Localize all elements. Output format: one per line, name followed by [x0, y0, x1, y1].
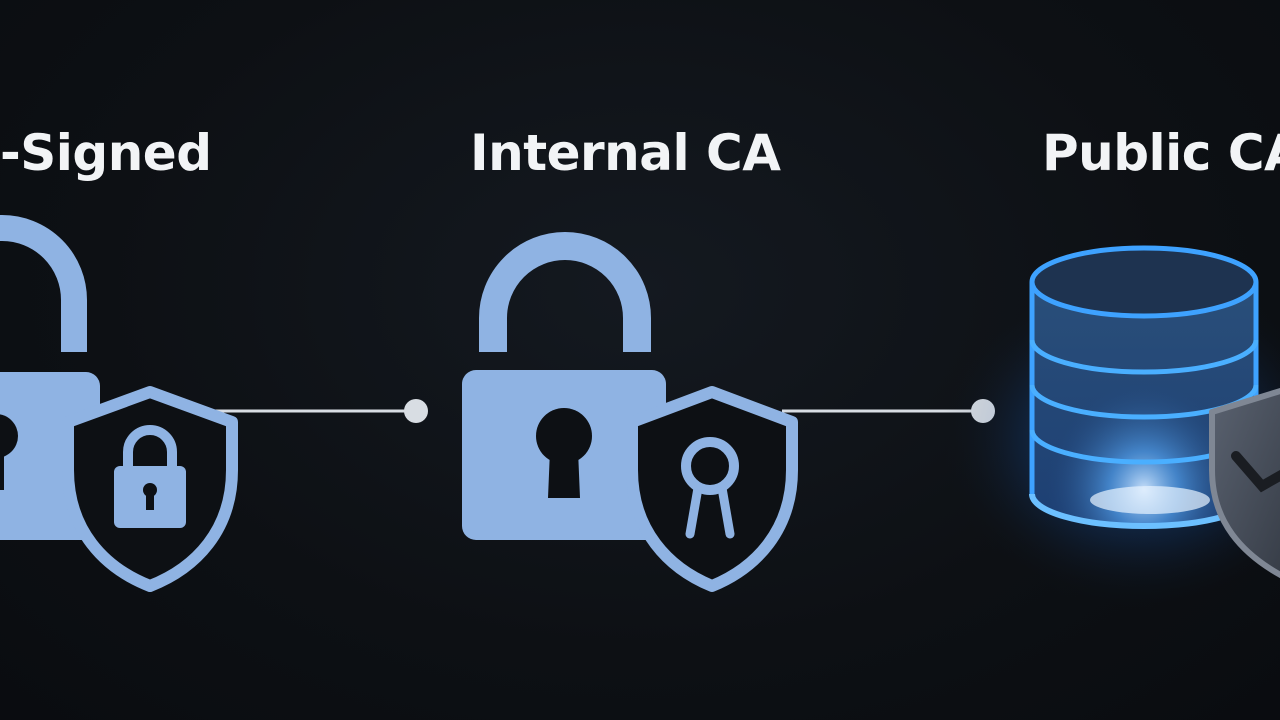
- connector-1: [210, 399, 428, 423]
- keyhole-lock-shield-icon: [462, 232, 798, 592]
- stage-label-self-signed: -Signed: [0, 124, 212, 182]
- connector-node-icon: [404, 399, 428, 423]
- stage-label-internal-ca: Internal CA: [470, 124, 781, 182]
- lock-shield-icon: [0, 215, 238, 592]
- stage-label-public-ca: Public CA: [1042, 124, 1280, 182]
- database-shield-icon: [940, 245, 1280, 610]
